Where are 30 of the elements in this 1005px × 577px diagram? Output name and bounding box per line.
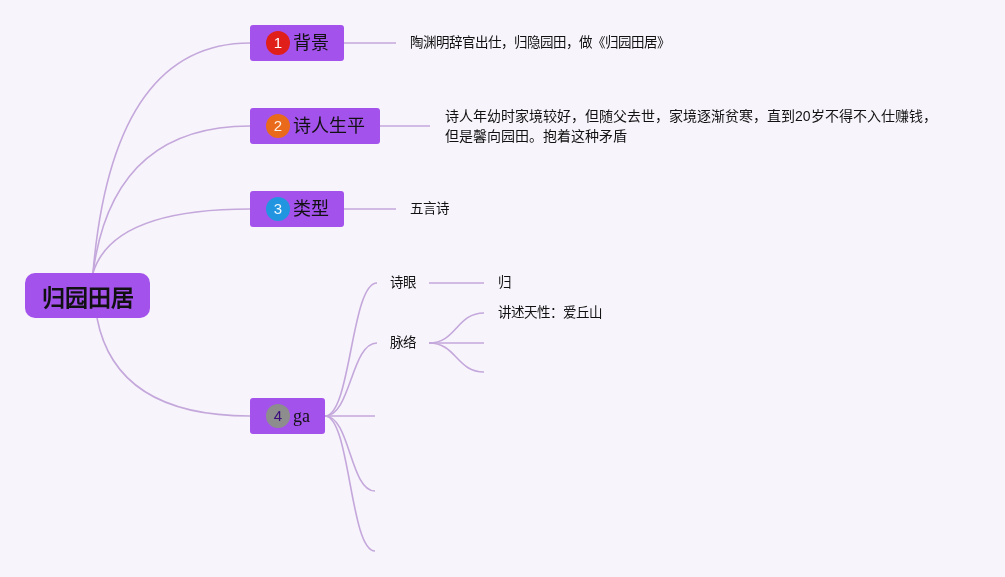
central-topic: 归园田居 — [25, 273, 150, 318]
number-badge: 2 — [266, 114, 290, 138]
number-badge: 3 — [266, 197, 290, 221]
number-badge: 1 — [266, 31, 290, 55]
branch-line — [92, 125, 251, 274]
branch-line — [343, 208, 397, 210]
subtopic-text: 脉络 — [377, 333, 429, 353]
topic-label: ga — [293, 405, 310, 427]
topic-label: 诗人生平 — [293, 115, 365, 137]
topic-box — [250, 25, 344, 61]
subtopic-text: 归 — [484, 273, 525, 293]
branch-line — [379, 125, 431, 127]
subtopic-text: 讲述天性：爱丘山 — [484, 303, 616, 323]
number-badge: 4 — [266, 404, 290, 428]
branch-line — [324, 415, 376, 552]
subtopic-text: 诗人年幼时家境较好，但随父去世，家境逐渐贫寒，直到20岁不得不入仕赚钱，但是馨向园田。抱着这种矛盾 — [430, 106, 945, 146]
topic-box — [250, 398, 325, 434]
topic-label: 背景 — [293, 32, 329, 54]
branch-line — [428, 282, 485, 284]
subtopic-text: 陶渊明辞官出仕，归隐园田，做《归园田居》 — [396, 33, 684, 53]
branch-line — [343, 42, 397, 44]
topic-label: 类型 — [293, 198, 329, 220]
subtopic-text: 诗眼 — [377, 273, 429, 293]
branch-line — [92, 208, 251, 274]
topic-box — [250, 191, 344, 227]
branch-line — [96, 317, 251, 417]
branch-line — [428, 342, 485, 373]
subtopic-text: 五言诗 — [396, 199, 463, 219]
branch-line — [92, 42, 251, 274]
topic-box — [250, 108, 380, 144]
